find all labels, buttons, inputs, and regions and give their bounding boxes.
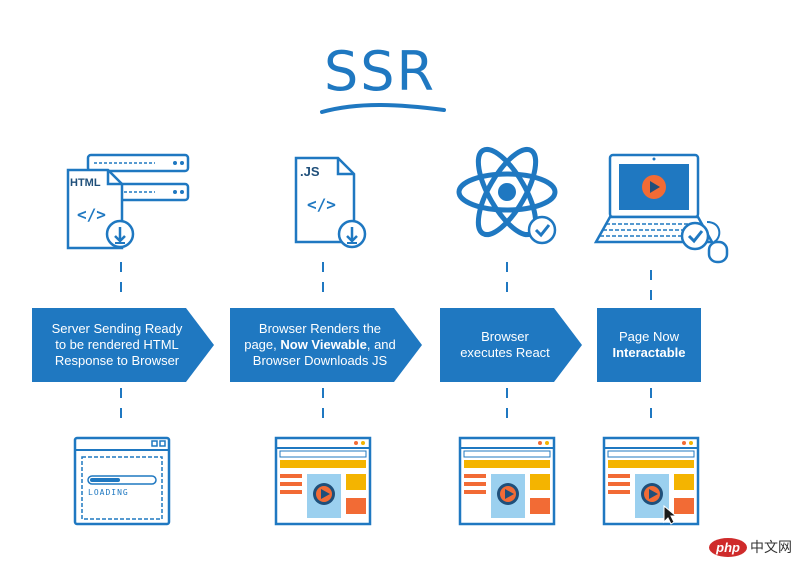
svg-text:</>: </> (307, 195, 336, 214)
step-2-box: Browser Renders the page, Now Viewable, … (230, 308, 422, 382)
js-badge: .JS (300, 164, 320, 179)
laptop-video-check-icon (593, 153, 729, 264)
title-underline (320, 103, 446, 114)
mouse-cursor-icon (663, 504, 678, 525)
html-file-server-download-icon: HTML </> (66, 153, 190, 250)
site-watermark: php 中文网 (709, 535, 792, 559)
connector-dash (650, 270, 652, 302)
connector-dash (650, 388, 652, 428)
connector-dash (120, 262, 122, 302)
step-3-box: Browser executes React (440, 308, 582, 382)
rendered-page-window-icon (458, 436, 556, 526)
step-4-box: Page Now Interactable (597, 308, 701, 382)
diagram-title: SSR (323, 40, 437, 103)
connector-dash (322, 388, 324, 428)
connector-dash (322, 262, 324, 302)
watermark-badge: php (709, 537, 747, 557)
step-4-text: Page Now Interactable (612, 329, 686, 360)
connector-dash (506, 262, 508, 302)
connector-dash (506, 388, 508, 428)
browser-loading-window-icon: LOADING (73, 436, 171, 526)
svg-text:</>: </> (77, 205, 106, 224)
step-1-box: Server Sending Ready to be rendered HTML… (32, 308, 214, 382)
js-file-download-icon: .JS </> (294, 156, 367, 249)
loading-label: LOADING (88, 488, 129, 497)
watermark-text: 中文网 (750, 539, 792, 555)
react-atom-check-icon (456, 146, 558, 245)
html-badge: HTML (70, 177, 101, 189)
step-1-text: Server Sending Ready to be rendered HTML… (51, 321, 183, 368)
loading-progress-fill (90, 478, 120, 482)
interactive-page-window-icon (602, 436, 700, 526)
connector-dash (120, 388, 122, 428)
step-2-text: Browser Renders the page, Now Viewable, … (244, 321, 396, 368)
step-3-text: Browser executes React (460, 329, 550, 360)
rendered-page-window-icon (274, 436, 372, 526)
